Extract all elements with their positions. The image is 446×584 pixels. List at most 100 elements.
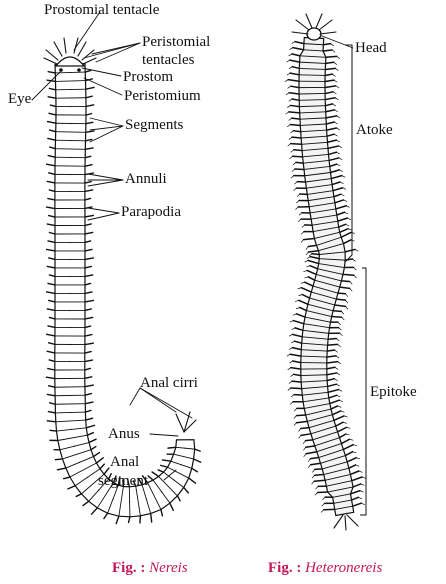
nereis-segment-line (57, 434, 88, 441)
heteronereis-worm-drawing (284, 13, 366, 531)
heteronereis-parapodium (326, 366, 336, 370)
label-atoke: Atoke (356, 122, 393, 138)
heteronereis-parapodium (293, 340, 303, 344)
heteronereis-parapodium (305, 450, 318, 455)
heteronereis-parapodium (291, 333, 303, 338)
heteronereis-seta (287, 105, 291, 108)
heteronereis-parapodium (340, 280, 351, 283)
heteronereis-segment-line (302, 160, 330, 164)
nereis-parapodium (84, 401, 94, 405)
heteronereis-parapodium (331, 181, 341, 186)
heteronereis-parapodium (349, 470, 360, 476)
nereis-parapodium (147, 475, 154, 481)
nereis-parapodium (112, 475, 117, 484)
heteronereis-segment-line (313, 231, 341, 239)
heteronereis-parapodium (324, 91, 334, 95)
heteronereis-segment-line (298, 67, 326, 70)
heteronereis-seta (295, 206, 299, 210)
heteronereis-parapodium (344, 450, 354, 457)
nereis-stipple-dot (69, 326, 71, 329)
nereis-parapodium (49, 104, 57, 108)
heteronereis-segment-line (300, 135, 328, 139)
nereis-stipple-dot (112, 498, 114, 500)
leader-line (81, 67, 122, 77)
heteronereis-segment-line (305, 408, 332, 416)
heteronereis-segment-line (300, 349, 328, 352)
heteronereis-parapodium (349, 489, 361, 495)
nereis-parapodium (48, 402, 56, 405)
nereis-parapodium (151, 471, 160, 478)
heteronereis-parapodium (294, 40, 305, 45)
heteronereis-segment-line (316, 236, 342, 246)
nereis-parapodium (48, 231, 56, 235)
heteronereis-seta (290, 175, 295, 179)
heteronereis-segment-line (302, 329, 330, 334)
heteronereis-parapodium (340, 438, 351, 445)
heteronereis-parapodium (332, 310, 343, 313)
heteronereis-seta (305, 251, 309, 256)
heteronereis-seta (331, 73, 336, 77)
heteronereis-segment-line (303, 43, 324, 46)
heteronereis-seta (359, 490, 364, 493)
heteronereis-parapodium (324, 67, 337, 71)
label-anal-segment-line2: segment (98, 473, 148, 489)
heteronereis-seta (335, 355, 340, 359)
heteronereis-seta (334, 349, 338, 353)
heteronereis-seta (291, 41, 296, 44)
heteronereis-segment-line (301, 391, 329, 396)
heteronereis-segment-line (309, 297, 336, 306)
heteronereis-body-outline (298, 36, 355, 517)
heteronereis-seta (287, 367, 292, 371)
heteronereis-segment-line (315, 273, 342, 282)
heteronereis-parapodium (327, 145, 340, 150)
heteronereis-seta (287, 85, 292, 89)
nereis-parapodium (84, 333, 93, 337)
heteronereis-seta (296, 193, 301, 197)
heteronereis-seta (322, 496, 326, 500)
nereis-stipple-dot (69, 360, 71, 363)
heteronereis-segment-line (299, 55, 327, 58)
nereis-segment-line (55, 131, 87, 133)
nereis-parapodium (84, 69, 92, 73)
heteronereis-parapodium (324, 103, 334, 107)
nereis-parapodium (46, 420, 57, 423)
nereis-stipple-dot (173, 479, 175, 481)
heteronereis-seta (287, 143, 292, 147)
heteronereis-seta (294, 181, 298, 185)
label-leader-lines (31, 11, 367, 516)
nereis-parapodium (48, 257, 56, 261)
heteronereis-parapodium (292, 373, 302, 377)
nereis-stipple-dot (69, 275, 71, 278)
nereis-parapodium (84, 299, 95, 303)
nereis-tentacle (43, 57, 58, 65)
nereis-parapodium (46, 350, 56, 354)
heteronereis-segment-line (305, 184, 333, 189)
heteronereis-parapodium (329, 169, 341, 174)
nereis-parapodium (85, 112, 93, 116)
label-segments: Segments (125, 117, 184, 133)
heteronereis-parapodium (338, 286, 351, 290)
nereis-parapodium (169, 502, 174, 511)
heteronereis-segment-line (324, 474, 351, 481)
heteronereis-parapodium (313, 473, 325, 477)
nereis-parapodium (85, 121, 94, 125)
nereis-parapodium (49, 429, 58, 432)
heteronereis-parapodium (335, 298, 347, 301)
heteronereis-parapodium (309, 264, 319, 270)
heteronereis-seta (293, 415, 297, 419)
nereis-parapodium (149, 512, 153, 523)
nereis-parapodium (84, 147, 94, 150)
heteronereis-parapodium (329, 399, 340, 405)
nereis-body-outline (54, 62, 196, 518)
nereis-tentacle (45, 49, 59, 61)
heteronereis-seta (292, 162, 297, 166)
nereis-stipple-dot (145, 498, 147, 500)
heteronereis-segment-line (323, 467, 350, 475)
heteronereis-seta (353, 274, 357, 279)
nereis-stipple-dot (79, 461, 81, 463)
nereis-parapodium (46, 223, 56, 227)
nereis-parapodium (45, 163, 56, 167)
heteronereis-seta (345, 306, 349, 310)
